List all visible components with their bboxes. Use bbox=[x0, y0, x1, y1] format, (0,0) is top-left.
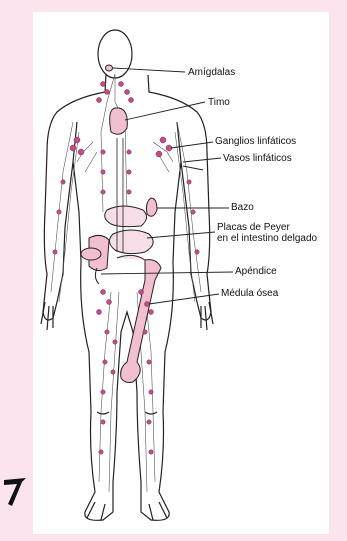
bone-marrow-organ bbox=[121, 260, 161, 383]
label-peyer-line2: en el intestino delgado bbox=[217, 233, 317, 244]
label-bone-marrow: Médula ósea bbox=[221, 288, 278, 299]
label-lymph-nodes: Ganglios linfáticos bbox=[215, 136, 296, 147]
lymphatic-system-diagram bbox=[33, 12, 329, 534]
label-tonsils: Amígdalas bbox=[188, 67, 235, 78]
intestine-organ bbox=[89, 206, 153, 271]
thymus-organ bbox=[110, 108, 128, 134]
spleen-organ bbox=[147, 198, 158, 216]
illustration-frame: Amígdalas Timo Ganglios linfáticos Vasos… bbox=[33, 12, 329, 534]
lymph-nodes bbox=[53, 82, 199, 455]
body-outline bbox=[41, 30, 213, 520]
label-peyer-line1: Placas de Peyer bbox=[217, 222, 290, 233]
tonsils-organ bbox=[106, 65, 113, 71]
label-appendix: Apéndice bbox=[235, 266, 277, 277]
label-spleen: Bazo bbox=[231, 202, 254, 213]
brush-stroke-mark bbox=[0, 470, 30, 510]
label-thymus: Timo bbox=[208, 97, 230, 108]
label-lymph-vessels: Vasos linfáticos bbox=[223, 153, 292, 164]
